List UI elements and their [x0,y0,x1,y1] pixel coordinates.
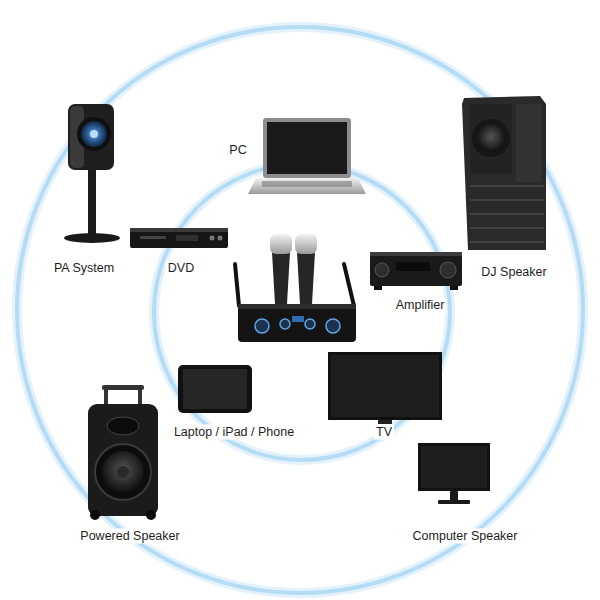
device-label: Laptop / iPad / Phone [172,425,296,440]
device-label: TV [374,425,394,440]
device-label: Amplifier [394,298,447,313]
device-label: Computer Speaker [411,529,520,544]
device-label: DVD [166,261,196,276]
device-label: Powered Speaker [78,529,181,544]
device-label: PC [227,143,248,158]
device-label: PA System [52,261,116,276]
device-label: DJ Speaker [479,265,548,280]
